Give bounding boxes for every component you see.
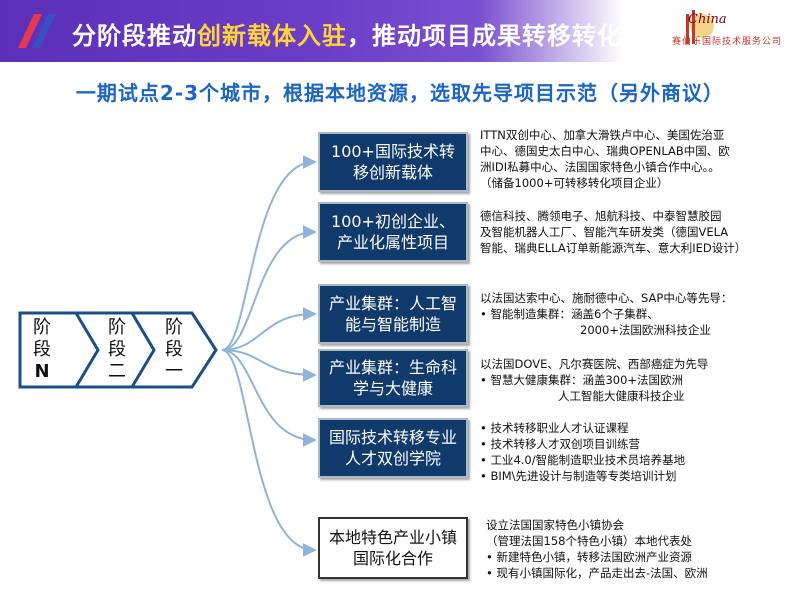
box-tech-transfer-carriers: 100+国际技术转移创新载体 [318, 132, 468, 192]
box-town-cooperation: 本地特色产业小镇国际化合作 [318, 517, 468, 579]
box-talent-academy: 国际技术转移专业人才双创学院 [318, 418, 468, 478]
desc-startups: 德信科技、腾领电子、旭航科技、中泰智慧胶园 及智能机器人工厂、智能汽车研发类（德… [480, 209, 747, 255]
logo-china-text: China [688, 12, 727, 27]
stage-2-label: 阶段二 [108, 317, 126, 382]
header-accent-icon [18, 14, 56, 48]
box-startups: 100+初创企业、产业化属性项目 [318, 202, 468, 262]
logo-text: 赛伯乐国际技术服务公司 [672, 37, 783, 47]
desc-ai-manufacturing: 以法国达索中心、施耐德中心、SAP中心等先导： • 智能制造集群：涵盖6个子集群… [480, 291, 733, 337]
company-logo [660, 6, 790, 58]
box-ai-manufacturing: 产业集群：人工智能与智能制造 [318, 284, 468, 344]
stage-1-chevron [130, 311, 218, 389]
desc-life-science: 以法国DOVE、凡尔赛医院、西部癌症为先导 • 智慧大健康集群：涵盖300+法国… [480, 357, 709, 403]
stage-1-label: 阶段一 [165, 317, 183, 382]
box-life-science: 产业集群：生命科学与大健康 [318, 349, 468, 407]
desc-talent-academy: • 技术转移职业人才认证课程 • 技术转移人才双创项目训练营 • 工业4.0/智… [480, 421, 686, 483]
subtitle: 一期试点2-3个城市，根据本地资源，选取先导项目示范（另外商议） [75, 81, 725, 105]
page-title: 分阶段推动创新载体入驻，推动项目成果转移转化 [72, 22, 622, 50]
desc-town-cooperation: 设立法国国家特色小镇协会 （管理法国158个特色小镇）本地代表处 • 新建特色小… [486, 518, 708, 580]
desc-tech-transfer-carriers: ITTN双创中心、加拿大滑铁卢中心、美国佐治亚 中心、德国史太白中心、瑞典OPE… [480, 128, 730, 190]
